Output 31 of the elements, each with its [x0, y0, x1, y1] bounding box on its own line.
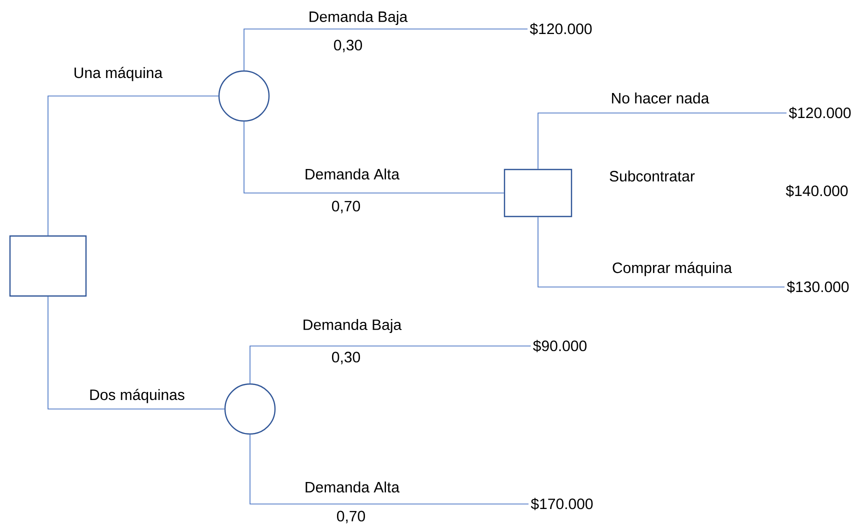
- payoff-value: $140.000: [786, 184, 848, 198]
- branch-label: Demanda Alta: [303, 480, 401, 494]
- branch-label: Una máquina: [72, 66, 164, 82]
- chance-circle: [218, 70, 270, 122]
- chance-circle: [224, 383, 276, 435]
- branch-line: [250, 434, 529, 504]
- probability-label: 0,30: [334, 40, 362, 52]
- branch-line: [244, 121, 504, 194]
- option-label: Subcontratar: [610, 170, 695, 182]
- decision-box: [504, 168, 572, 218]
- probability-label: 0,30: [332, 352, 360, 364]
- branch-line: [48, 296, 225, 410]
- branch-line: [48, 96, 219, 236]
- branch-label: Comprar máquina: [610, 260, 734, 278]
- probability-label: 0,70: [332, 200, 360, 214]
- branch-label: Demanda Baja: [301, 318, 403, 334]
- probability-label: 0,70: [337, 510, 365, 524]
- payoff-value: $90.000: [533, 340, 587, 352]
- payoff-value: $130.000: [786, 280, 849, 294]
- branch-label: No hacer nada: [610, 92, 710, 104]
- payoff-value: $120.000: [530, 22, 592, 36]
- branch-label: Demanda Baja: [307, 10, 409, 26]
- payoff-value: $120.000: [788, 106, 851, 120]
- branch-label: Dos máquinas: [88, 388, 186, 404]
- decision-box: [9, 235, 87, 297]
- branch-line: [538, 112, 787, 170]
- branch-label: Demanda Alta: [303, 168, 401, 180]
- branch-line: [244, 28, 528, 71]
- branch-line: [250, 346, 532, 384]
- payoff-value: $170.000: [530, 498, 593, 510]
- branch-line: [538, 216, 785, 288]
